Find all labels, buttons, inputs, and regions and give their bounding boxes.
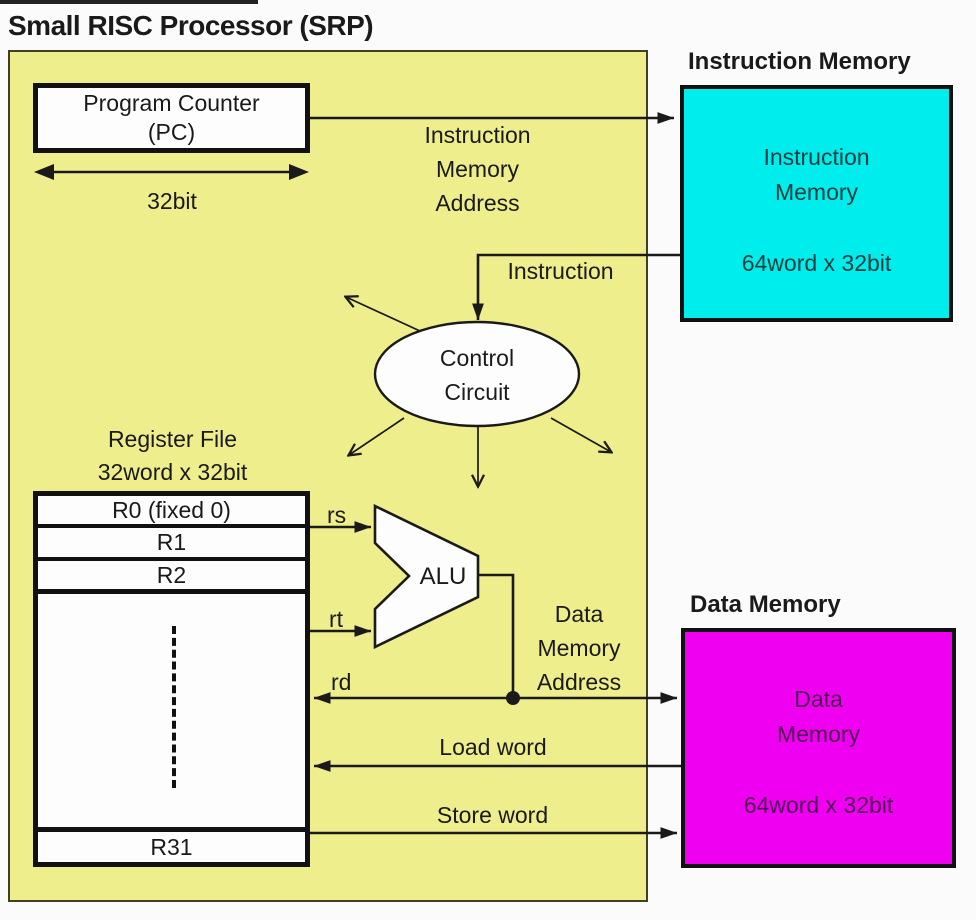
register-file-box: R0 (fixed 0) R1 R2 R31 [33, 491, 310, 867]
data-memory-header: Data Memory [690, 591, 841, 618]
instruction-memory-header: Instruction Memory [688, 48, 911, 75]
data-memory-address-label: Data Memory Address [536, 601, 622, 695]
pc-label-line2: (PC) [147, 119, 196, 145]
instruction-memory-name-line1: Instruction [763, 144, 870, 170]
instruction-memory-name-line2: Memory [774, 179, 859, 205]
program-counter-box: Program Counter (PC) [33, 83, 310, 153]
instruction-memory-capacity: 64word x 32bit [741, 250, 892, 276]
rt-port-label: rt [329, 606, 344, 632]
diagram-title: Small RISC Processor (SRP) [8, 10, 374, 41]
data-memory-capacity: 64word x 32bit [743, 792, 894, 818]
rd-port-label: rd [331, 669, 352, 695]
data-memory-box: Data Memory 64word x 32bit [681, 628, 956, 868]
instruction-memory-address-label: Instruction Memory Address [424, 122, 531, 216]
data-memory-name-line1: Data [794, 686, 843, 712]
register-row-r1: R1 [38, 528, 305, 561]
load-word-label: Load word [439, 734, 547, 760]
pc-label-line1: Program Counter [83, 90, 260, 116]
instruction-label: Instruction [507, 258, 614, 284]
instruction-memory-box: Instruction Memory 64word x 32bit [680, 85, 953, 322]
register-file-title: Register File 32word x 32bit [97, 426, 248, 485]
rs-port-label: rs [327, 502, 347, 528]
register-row-r2: R2 [38, 561, 305, 594]
data-memory-name-line2: Memory [776, 721, 861, 747]
register-row-r0: R0 (fixed 0) [38, 496, 305, 528]
pc-width-label: 32bit [147, 188, 197, 214]
control-circuit-label: Control Circuit [439, 345, 515, 405]
register-rows-ellipsis [38, 594, 305, 832]
ellipsis-dashed-line [171, 626, 176, 788]
store-word-label: Store word [436, 802, 549, 828]
alu-label: ALU [419, 563, 467, 590]
register-row-r31: R31 [150, 833, 193, 860]
top-edge-strip [0, 0, 258, 4]
